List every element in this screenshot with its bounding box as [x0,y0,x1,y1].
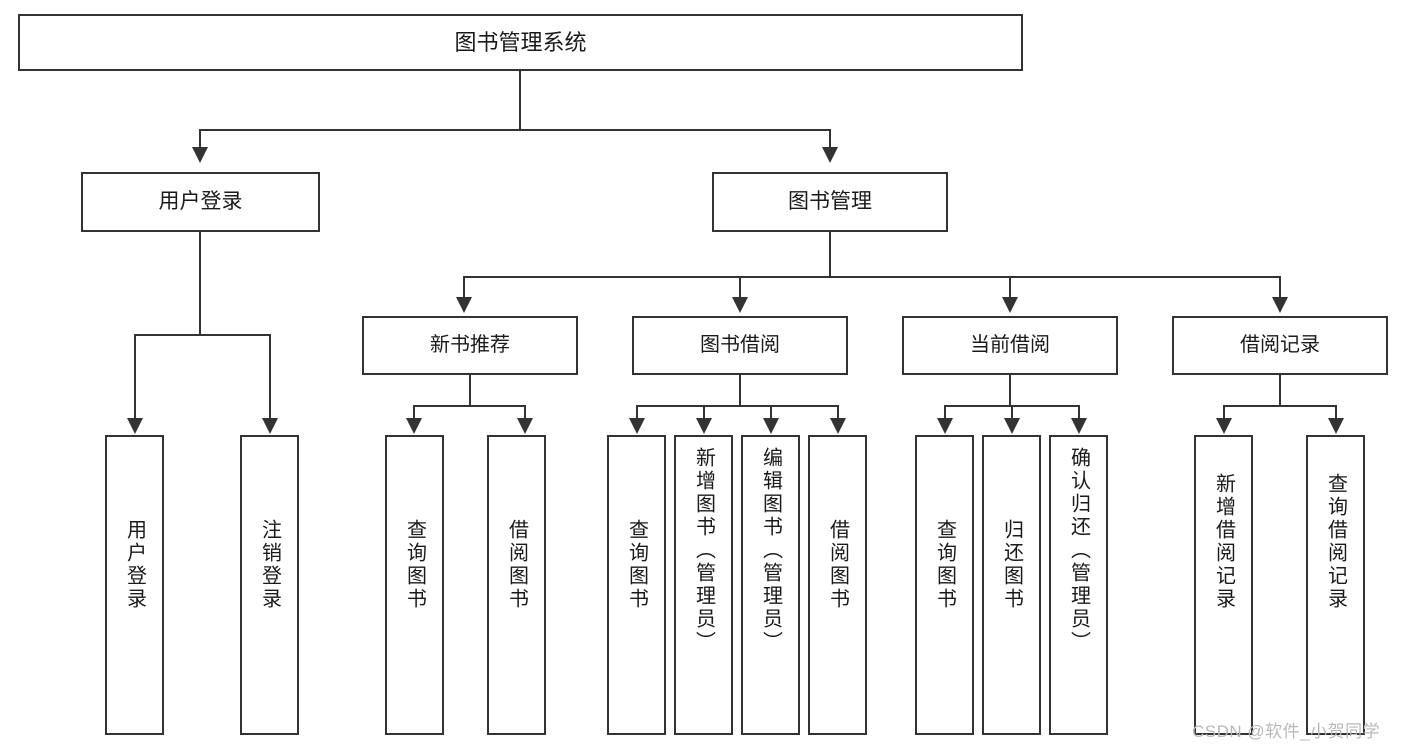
connector-new-book-rec-stem [469,375,471,406]
arrow-to-book-borrow [732,297,748,313]
arrow-to-user-login [192,147,208,163]
connector-leg-nbr-0 [413,405,415,419]
arrow-to-current-borrow [1002,297,1018,313]
connector-level2-bus [199,129,831,131]
connector-book-borrow-stem [739,375,741,406]
leaf-new-book-rec-0[interactable]: 查询图书 [385,435,444,735]
connector-leg-nbr-1 [524,405,526,419]
leaf-book-borrow-3[interactable]: 借阅图书 [808,435,867,735]
connector-leg-cb-0 [944,405,946,419]
arrow-to-borrow-record [1272,297,1288,313]
arrow-to-leaf-cb-2 [1071,418,1087,434]
connector-leg-user-login-0 [134,334,136,419]
connector-leg-book-manage [829,129,831,147]
connector-level3-bus [463,276,1280,278]
leaf-user-login-0[interactable]: 用户登录 [105,435,164,735]
connector-leg-bb-3 [837,405,839,419]
arrow-to-leaf-bb-0 [629,418,645,434]
leaf-label: 编辑图书（管理员） [759,447,782,654]
node-current-borrow[interactable]: 当前借阅 [902,316,1118,375]
leaf-label: 新增图书（管理员） [692,447,715,654]
leaf-label: 注销登录 [258,519,281,611]
leaf-label: 查询借阅记录 [1324,473,1347,611]
arrow-to-leaf-nbr-1 [517,418,533,434]
arrow-to-leaf-user-login-1 [262,418,278,434]
node-user-login[interactable]: 用户登录 [81,172,320,232]
node-label: 图书借阅 [700,333,780,356]
arrow-to-leaf-bb-1 [696,418,712,434]
leaf-label: 查询图书 [625,519,648,611]
connector-borrow-record-bus [1223,405,1336,407]
node-label: 当前借阅 [970,333,1050,356]
leaf-current-borrow-1[interactable]: 归还图书 [982,435,1041,735]
connector-leg-borrow-record [1279,276,1281,298]
arrow-to-leaf-nbr-0 [406,418,422,434]
connector-leg-user-login-1 [269,334,271,419]
node-label: 图书管理系统 [454,29,587,55]
leaf-book-borrow-1[interactable]: 新增图书（管理员） [674,435,733,735]
leaf-new-book-rec-1[interactable]: 借阅图书 [487,435,546,735]
leaf-label: 归还图书 [1000,519,1023,611]
connector-leg-book-borrow [739,276,741,298]
node-label: 借阅记录 [1240,333,1320,356]
leaf-label: 确认归还（管理员） [1067,447,1090,654]
node-book-manage[interactable]: 图书管理 [712,172,948,232]
arrow-to-new-book-rec [456,297,472,313]
arrow-to-leaf-cb-1 [1004,418,1020,434]
connector-leg-bb-2 [770,405,772,419]
arrow-to-leaf-bb-3 [830,418,846,434]
node-label: 用户登录 [158,189,243,213]
connector-leg-current-borrow [1009,276,1011,298]
leaf-borrow-record-0[interactable]: 新增借阅记录 [1194,435,1253,735]
leaf-current-borrow-0[interactable]: 查询图书 [915,435,974,735]
node-book-borrow[interactable]: 图书借阅 [632,316,848,375]
connector-leg-user-login [199,129,201,147]
arrow-to-book-manage [822,147,838,163]
connector-leg-new-book-rec [463,276,465,298]
node-borrow-record[interactable]: 借阅记录 [1172,316,1388,375]
connector-leg-cb-1 [1011,405,1013,419]
connector-book-borrow-bus [636,405,838,407]
connector-leg-br-1 [1335,405,1337,419]
arrow-to-leaf-br-1 [1328,418,1344,434]
leaf-label: 查询图书 [933,519,956,611]
connector-new-book-rec-bus [413,405,525,407]
node-label: 新书推荐 [430,333,510,356]
connector-root-stem [519,71,521,130]
connector-leg-bb-1 [703,405,705,419]
leaf-user-login-1[interactable]: 注销登录 [240,435,299,735]
leaf-borrow-record-1[interactable]: 查询借阅记录 [1306,435,1365,735]
node-root-system[interactable]: 图书管理系统 [18,14,1023,71]
connector-user-login-bus [134,334,271,336]
leaf-label: 用户登录 [123,519,146,611]
leaf-current-borrow-2[interactable]: 确认归还（管理员） [1049,435,1108,735]
connector-current-borrow-stem [1009,375,1011,406]
leaf-book-borrow-0[interactable]: 查询图书 [607,435,666,735]
leaf-label: 借阅图书 [505,519,528,611]
connector-leg-cb-2 [1078,405,1080,419]
arrow-to-leaf-user-login-0 [127,418,143,434]
connector-borrow-record-stem [1279,375,1281,406]
node-new-book-rec[interactable]: 新书推荐 [362,316,578,375]
connector-leg-bb-0 [636,405,638,419]
node-label: 图书管理 [788,189,872,213]
arrow-to-leaf-cb-0 [937,418,953,434]
connector-book-manage-stem [829,232,831,277]
watermark-text: CSDN @软件_小贺同学 [1192,722,1381,741]
arrow-to-leaf-bb-2 [763,418,779,434]
leaf-label: 新增借阅记录 [1212,473,1235,611]
leaf-label: 查询图书 [403,519,426,611]
connector-leg-br-0 [1223,405,1225,419]
leaf-label: 借阅图书 [826,519,849,611]
leaf-book-borrow-2[interactable]: 编辑图书（管理员） [741,435,800,735]
arrow-to-leaf-br-0 [1216,418,1232,434]
connector-user-login-stem [199,232,201,335]
